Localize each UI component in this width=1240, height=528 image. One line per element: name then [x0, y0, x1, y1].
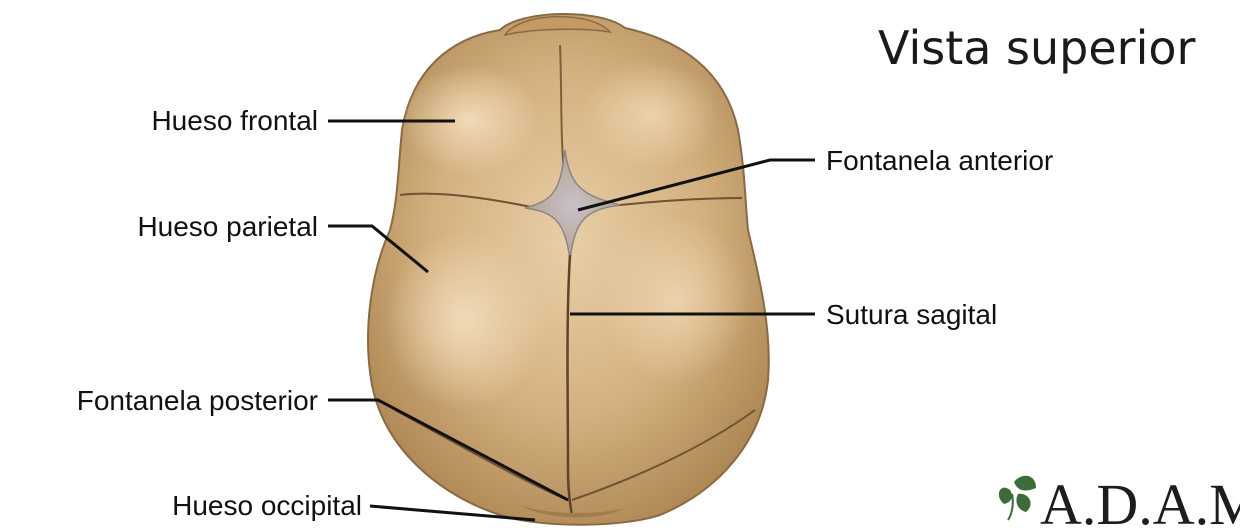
diagram-title: Vista superior	[878, 21, 1196, 75]
label-parietal-bone: Hueso parietal	[137, 211, 318, 242]
adam-logo: A.D.A.M.	[999, 472, 1240, 528]
parietal-boss-right	[600, 215, 750, 385]
label-anterior-fontanelle: Fontanela anterior	[826, 145, 1053, 176]
label-occipital-bone: Hueso occipital	[172, 490, 362, 521]
frontal-boss-right	[580, 60, 720, 170]
logo-text: A.D.A.M.	[1040, 472, 1240, 528]
label-frontal-bone: Hueso frontal	[151, 105, 318, 136]
label-posterior-fontanelle: Fontanela posterior	[77, 385, 318, 416]
skull-illustration	[368, 14, 769, 525]
leaf-icon	[999, 476, 1036, 520]
label-sagittal-suture: Sutura sagital	[826, 299, 997, 330]
